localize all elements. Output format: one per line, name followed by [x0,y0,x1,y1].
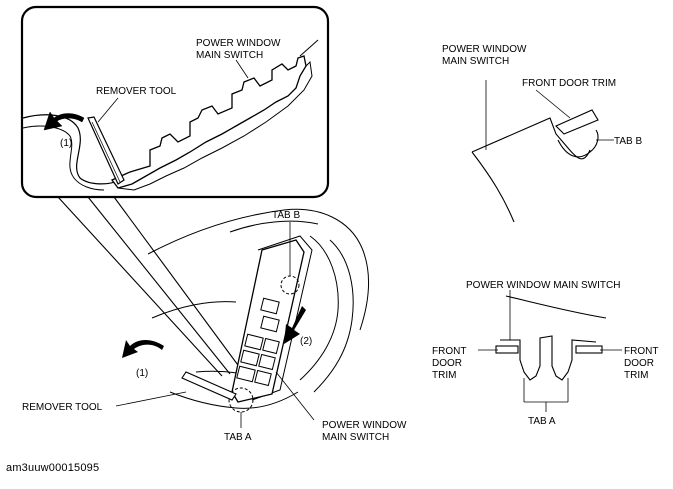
tab-b-label-switch-line1: POWER WINDOW [442,44,527,55]
detail-label-remover-tool: REMOVER TOOL [96,86,177,97]
main-label-switch-line2: MAIN SWITCH [322,432,389,443]
door-trim-outline [229,220,319,233]
tab-b-label-switch-line2: MAIN SWITCH [442,56,509,67]
tab-b-trim-leader [535,89,571,119]
main-switch-leader [275,371,315,421]
door-trim-outline [169,391,299,409]
tab-a-switch-top [505,295,607,319]
tab-a-location-circle [228,387,254,413]
detail-switch-body [110,55,307,189]
main-label-step-1: (1) [136,368,148,379]
door-trim-outline [313,239,354,393]
main-switch-button [236,365,256,383]
main-label-tab-b: TAB B [272,210,300,221]
detail-switch-leader [235,59,249,79]
detail-door-panel-line [22,114,121,185]
main-label-step-2: (2) [300,336,312,347]
main-label-switch-line1: POWER WINDOW [322,420,407,431]
detail-remover-tool [87,116,125,185]
main-switch-button [240,349,260,367]
tab-a-label-left-front: FRONT [432,346,466,357]
tab-b-label-tab-b: TAB B [614,136,642,147]
main-switch-button [258,353,276,371]
pull-arrow-icon [284,306,306,344]
detail-switch-edge [117,60,313,191]
tab-b-trim-outline [555,109,599,135]
main-switch-button [260,315,280,333]
tab-a-label-right-front: FRONT [624,346,658,357]
main-switch-panel [231,239,305,403]
door-trim-outline [147,208,369,331]
tab-a-label-left-trim: TRIM [432,370,456,381]
tab-a-label-right-door: DOOR [624,358,654,369]
detail-label-step-1: (1) [60,138,72,149]
tab-a-label-switch: POWER WINDOW MAIN SWITCH [466,280,620,291]
main-label-tab-a: TAB A [224,432,252,443]
door-trim-outline [299,235,339,381]
zoom-lines [57,196,247,377]
tab-a-label-left-door: DOOR [432,358,462,369]
tab-b-label-front-door-trim: FRONT DOOR TRIM [522,78,616,89]
detail-remover-tool-leader [97,97,119,123]
remover-tool-leader [115,391,187,407]
main-switch-button [260,297,280,315]
detail-label-switch-line2: MAIN SWITCH [196,50,263,61]
door-trim-outline [151,301,237,319]
main-view [115,208,369,428]
main-switch-button [244,333,264,351]
section-tab-b [471,80,614,223]
tab-a-trim-left [495,345,519,354]
tab-a-label-right-trim: TRIM [624,370,648,381]
main-rotate-arrow-icon [122,340,164,358]
detail-remover-tool-hatch [91,121,121,183]
figure-id: am3uuw00015095 [6,462,100,474]
tab-b-hook [557,129,599,158]
detail-frame [20,5,330,199]
tab-b-trim-outline [471,151,515,223]
section-tab-a [478,290,622,412]
detail-view [20,5,330,199]
tab-a-trim-right [575,345,603,354]
detail-rotate-arrow-icon [43,111,85,131]
main-label-remover-tool: REMOVER TOOL [22,402,103,413]
main-switch-button [262,337,280,355]
detail-label-switch-line1: POWER WINDOW [196,38,281,49]
main-switch-button [254,369,272,387]
main-remover-tool [181,371,237,401]
tab-a-switch-body [500,335,597,381]
tab-a-label-tab-a: TAB A [528,416,556,427]
detail-inner-line [299,39,319,57]
